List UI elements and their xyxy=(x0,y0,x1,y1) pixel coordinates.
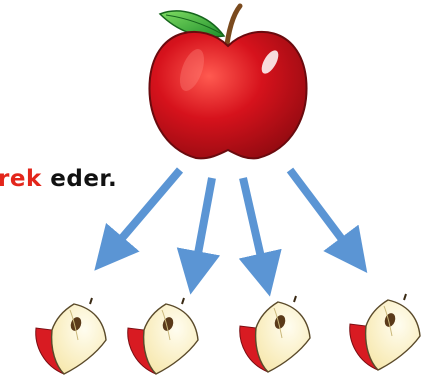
caption-rest: eder. xyxy=(41,166,118,192)
apple-icon xyxy=(148,3,308,160)
apple-slice-icon xyxy=(348,293,421,371)
apple-slice-icon xyxy=(238,295,311,373)
caption-highlight: rek xyxy=(0,166,42,192)
arrow-icon xyxy=(238,177,282,297)
arrow-icon xyxy=(286,167,368,274)
arrows xyxy=(94,167,368,297)
apple-slice-icon xyxy=(126,297,199,375)
arrow-icon xyxy=(94,167,184,271)
caption-text: rek eder. xyxy=(0,166,117,192)
arrow-icon xyxy=(176,177,221,295)
apple-slice-icon xyxy=(34,297,108,375)
apple-slices xyxy=(34,293,421,375)
